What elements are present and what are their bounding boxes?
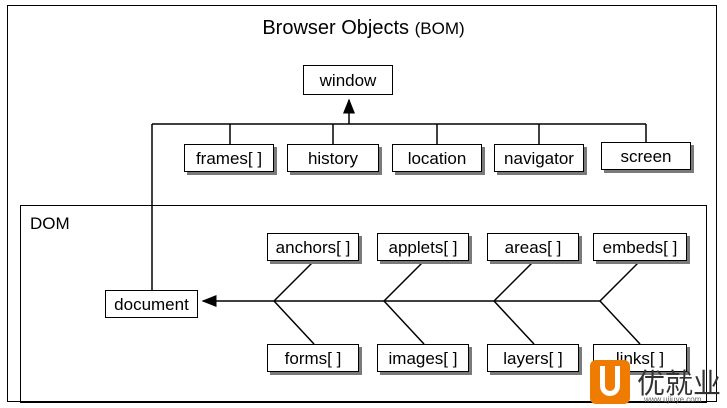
embeds-node: embeds[ ] [593,233,687,261]
history-node: history [287,144,379,172]
areas-node: areas[ ] [487,233,579,261]
document-node: document [105,290,198,318]
navigator-node: navigator [494,144,584,172]
watermark-brand: 优就业 [637,368,722,399]
bom-frame [7,5,717,402]
applets-node: applets[ ] [377,233,469,261]
dom-label: DOM [30,214,70,233]
frames-node: frames[ ] [184,144,274,172]
screen-node: screen [601,142,691,170]
title-abbr: (BOM) [414,19,465,38]
forms-node: forms[ ] [267,344,359,372]
title-main: Browser Objects [262,17,410,39]
diagram-title: Browser Objects (BOM) [0,17,727,40]
location-node: location [392,144,482,172]
dom-frame [20,205,707,403]
window-node: window [303,65,393,95]
images-node: images[ ] [377,344,469,372]
anchors-node: anchors[ ] [267,233,359,261]
ujiuye-logo-icon [590,360,630,404]
watermark-url: www.ujiuye.com [644,395,702,404]
layers-node: layers[ ] [487,344,579,372]
